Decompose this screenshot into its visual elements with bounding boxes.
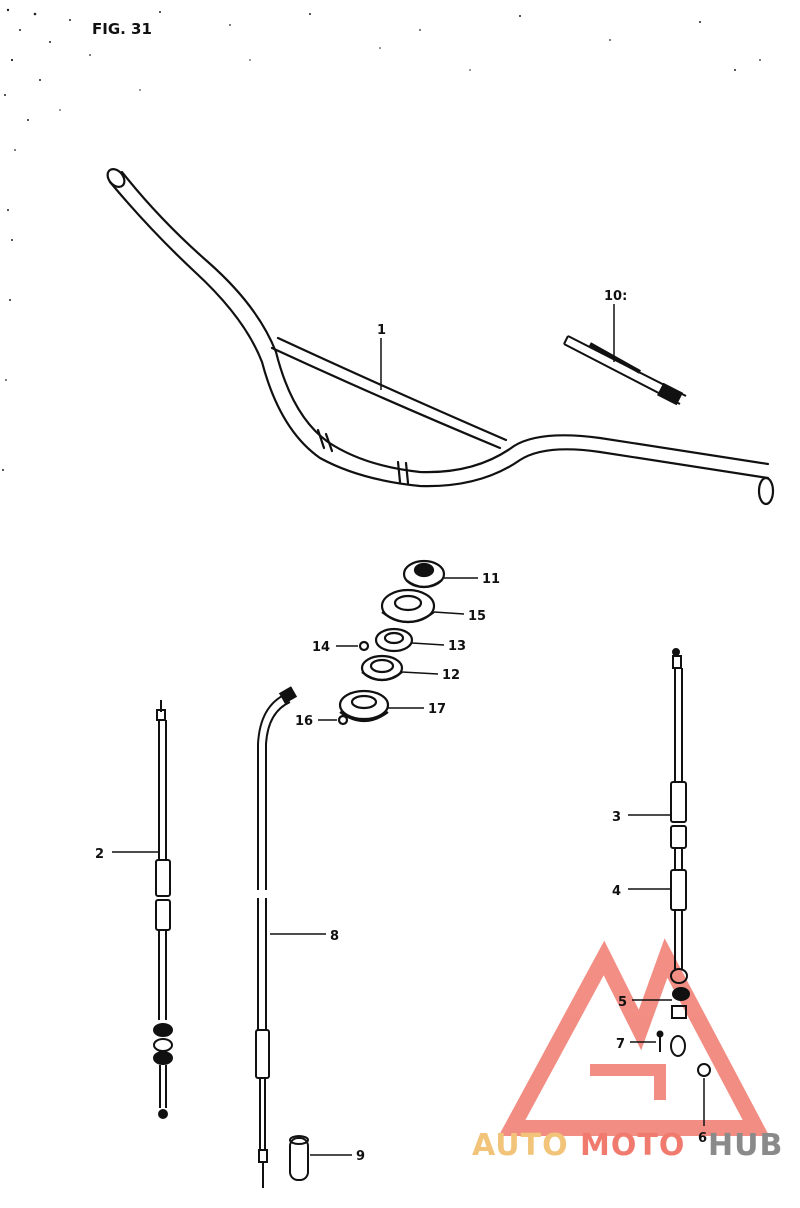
watermark-hub: HUB bbox=[708, 1128, 783, 1163]
label-9: 9 bbox=[356, 1149, 365, 1164]
handlebar bbox=[106, 168, 775, 506]
leader-15 bbox=[433, 611, 465, 615]
label-8: 8 bbox=[330, 929, 339, 944]
scan-noise bbox=[2, 8, 761, 471]
label-2: 2 bbox=[95, 847, 104, 862]
cable-3-4 bbox=[656, 648, 711, 1077]
cable-8 bbox=[255, 686, 298, 1188]
label-11: 11 bbox=[482, 572, 500, 587]
watermark-text: AUTO MOTO HUB bbox=[472, 1128, 783, 1163]
watermark-auto: AUTO bbox=[472, 1128, 569, 1163]
label-12: 12 bbox=[442, 668, 460, 683]
leader-13 bbox=[411, 642, 445, 646]
label-6: 6 bbox=[698, 1131, 707, 1146]
label-4: 4 bbox=[612, 884, 621, 899]
sleeve-9 bbox=[289, 1135, 309, 1181]
leader-12 bbox=[401, 671, 439, 675]
label-13: 13 bbox=[448, 639, 466, 654]
ring-stack bbox=[337, 559, 446, 726]
label-14: 14 bbox=[312, 640, 330, 655]
label-15: 15 bbox=[468, 609, 486, 624]
label-17: 17 bbox=[428, 702, 446, 717]
cable-2 bbox=[153, 700, 173, 1119]
label-10: 10: bbox=[604, 289, 627, 304]
figure-title: FIG. 31 bbox=[92, 20, 152, 38]
watermark-logo bbox=[498, 938, 770, 1136]
watermark-moto: MOTO bbox=[580, 1128, 685, 1163]
rod-10 bbox=[563, 335, 687, 406]
label-7: 7 bbox=[616, 1037, 625, 1052]
label-5: 5 bbox=[618, 995, 627, 1010]
label-16: 16 bbox=[295, 714, 313, 729]
label-3: 3 bbox=[612, 810, 621, 825]
label-1: 1 bbox=[377, 323, 386, 338]
